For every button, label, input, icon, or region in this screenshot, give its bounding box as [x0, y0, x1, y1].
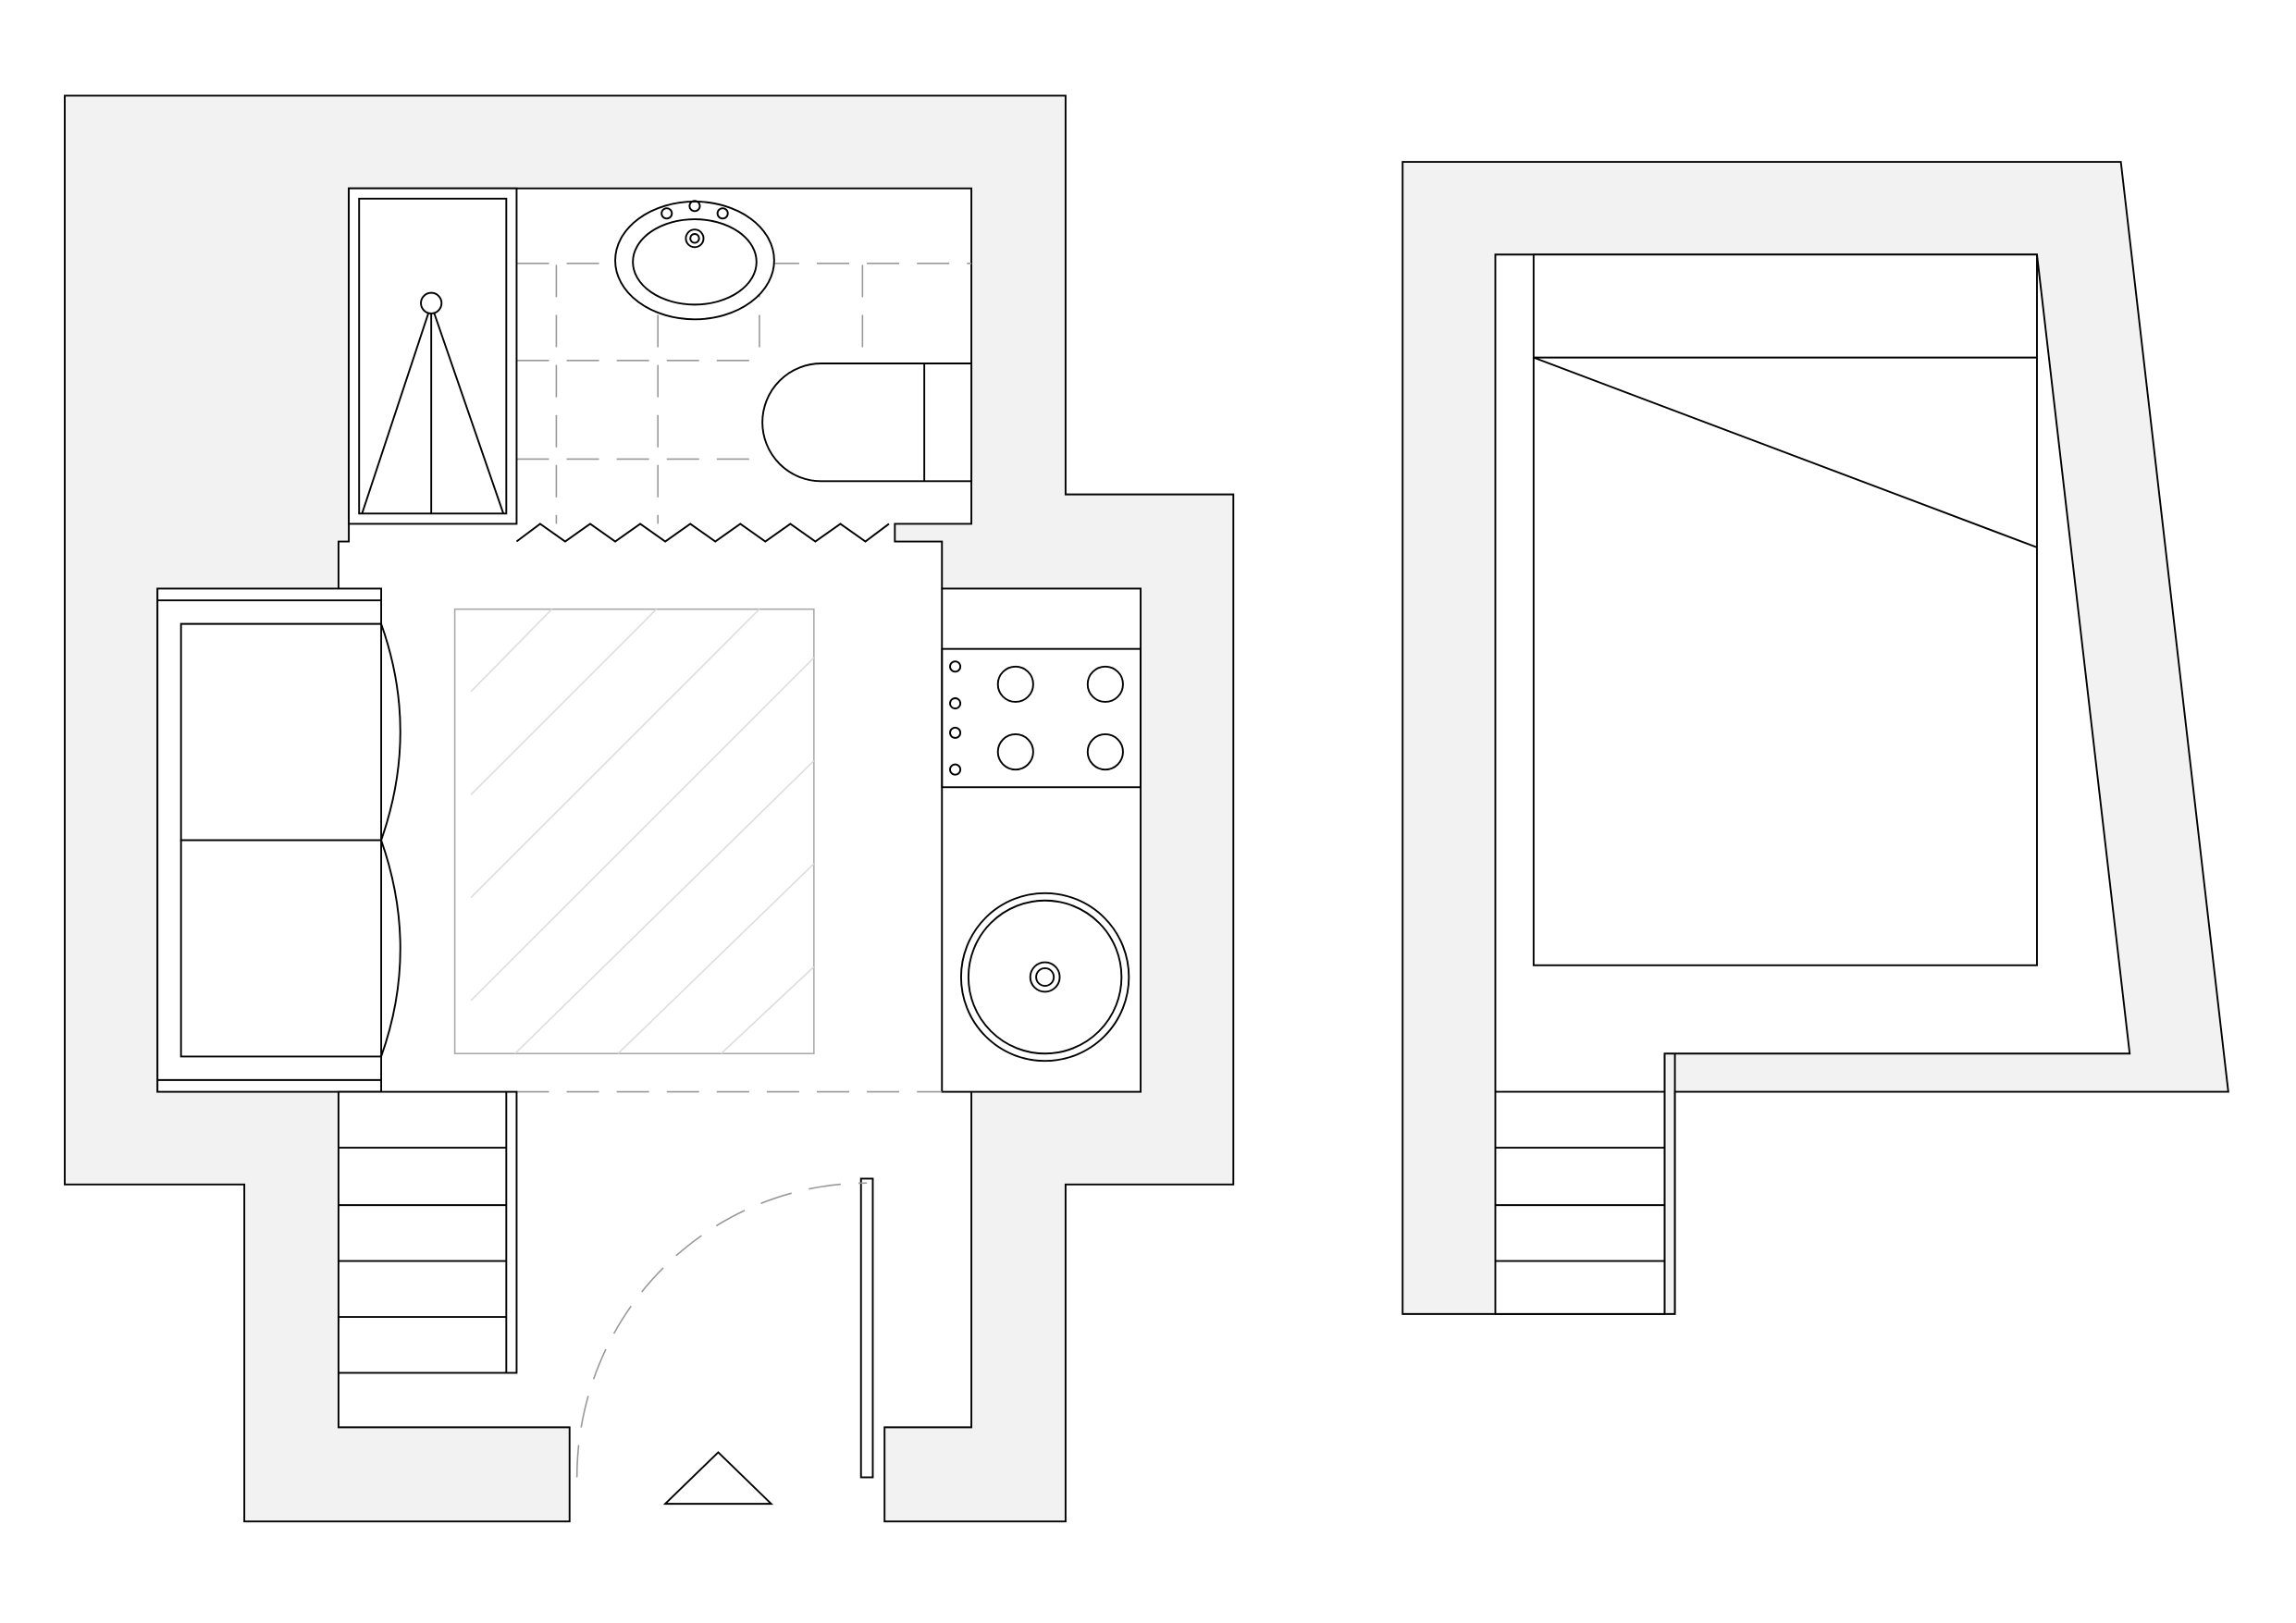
- toilet: [761, 363, 973, 483]
- staircase-mezzanine: [1495, 1053, 1676, 1314]
- washbasin: [614, 200, 775, 321]
- entrance-door: [575, 1177, 874, 1506]
- shower: [348, 187, 518, 525]
- sofa: [156, 587, 401, 1093]
- kitchen-sink: [959, 891, 1130, 1063]
- kitchen-counter: [941, 587, 1142, 1093]
- stove-burners: [996, 665, 1124, 771]
- ground-floor-walls: [64, 94, 1235, 1523]
- stove-knobs: [949, 660, 962, 776]
- ground-floor-plan: [64, 94, 1235, 1523]
- mezzanine-floor-plan: [1401, 161, 2229, 1315]
- entrance-arrow-icon: [662, 1451, 774, 1506]
- rug: [453, 608, 815, 1055]
- staircase-ground: [337, 1090, 518, 1374]
- folding-door: [515, 523, 890, 543]
- bed: [1532, 253, 2038, 966]
